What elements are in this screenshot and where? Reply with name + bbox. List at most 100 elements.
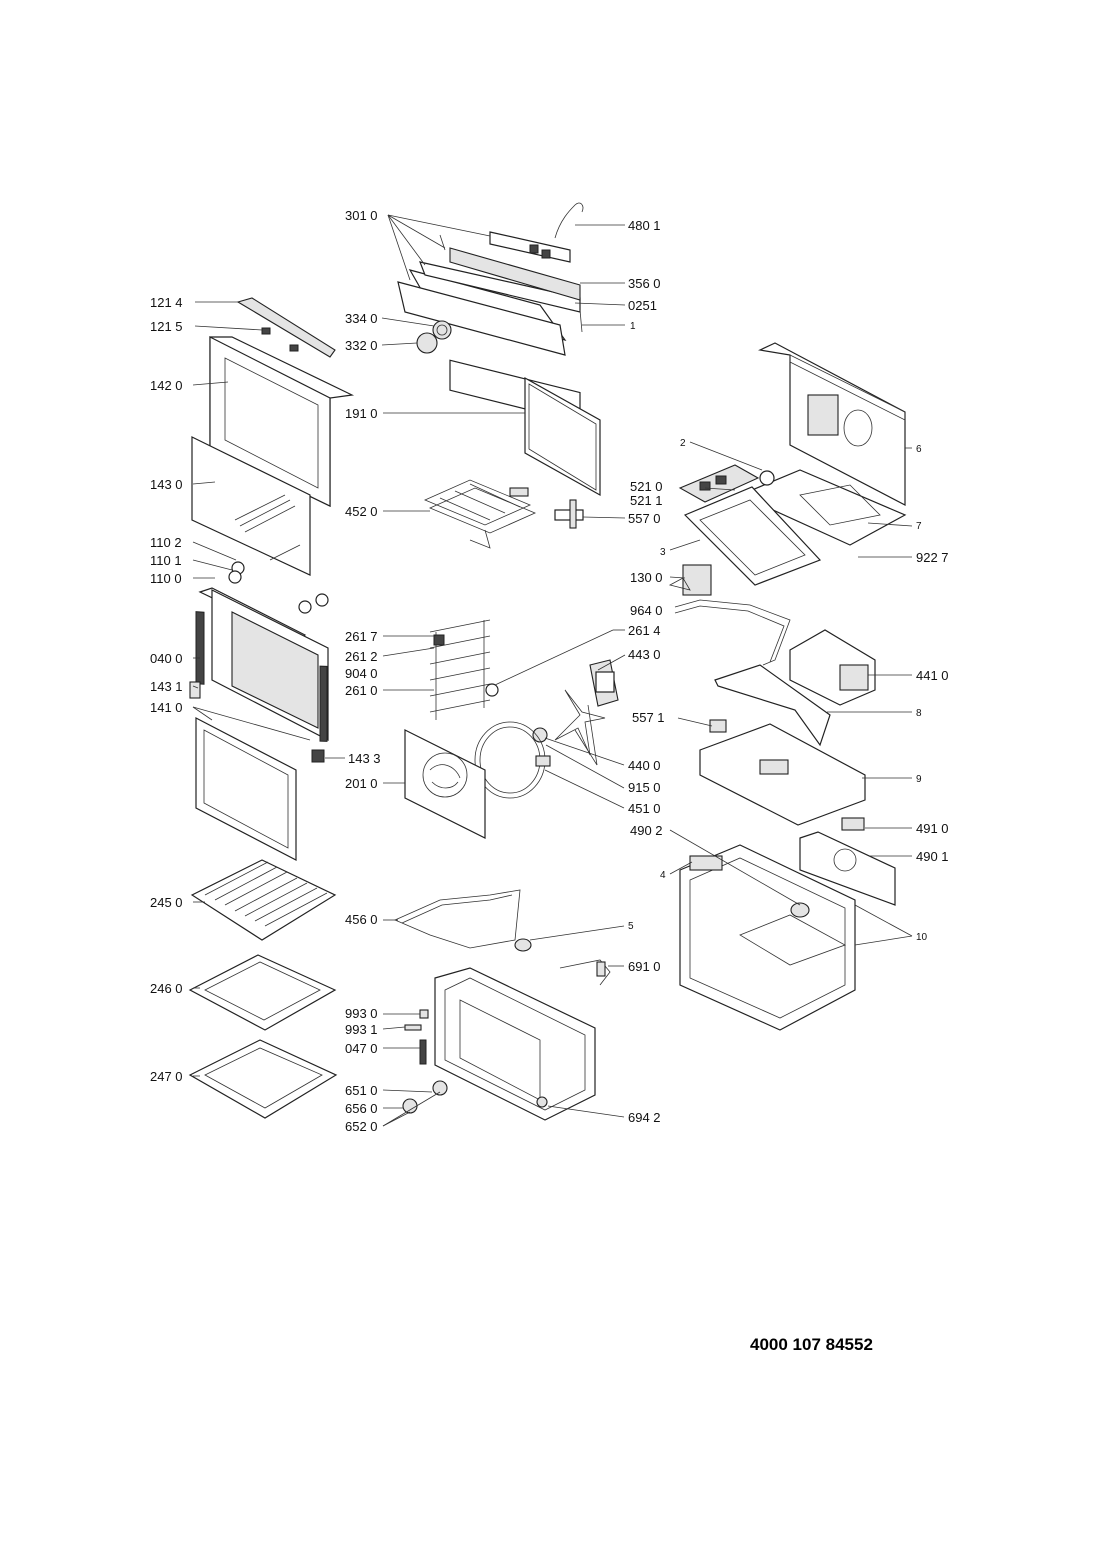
callout-456-0: 456 0 bbox=[345, 912, 378, 927]
callout-301-0: 301 0 bbox=[345, 208, 378, 223]
cooling-fan-motor bbox=[668, 564, 712, 596]
rear-top-panel bbox=[757, 342, 906, 506]
callout-452-0: 452 0 bbox=[345, 504, 378, 519]
air-deflector bbox=[714, 664, 831, 747]
callout-10: 10 bbox=[916, 932, 928, 943]
wire-shelf-rack bbox=[190, 859, 337, 941]
callout-964-0: 964 0 bbox=[630, 603, 663, 618]
callout-143-1: 143 1 bbox=[150, 679, 183, 694]
callout-915-0: 915 0 bbox=[628, 780, 661, 795]
hinge-691-0 bbox=[559, 959, 611, 986]
callout-110-1: 110 1 bbox=[150, 553, 182, 568]
callout-143-3: 143 3 bbox=[348, 751, 381, 766]
thermostat-557-1 bbox=[709, 719, 727, 733]
glass-retainer-clips bbox=[228, 561, 329, 614]
callout-521-0: 521 0 bbox=[630, 479, 663, 494]
knob-assembly bbox=[416, 320, 452, 354]
grill-heating-element bbox=[423, 479, 537, 549]
callout-201-0: 201 0 bbox=[345, 776, 378, 791]
callout-110-2: 110 2 bbox=[150, 535, 182, 550]
callout-040-0: 040 0 bbox=[150, 651, 183, 666]
terminal-block bbox=[841, 817, 865, 831]
callout-245-0: 245 0 bbox=[150, 895, 183, 910]
callout-1: 1 bbox=[630, 321, 636, 332]
callout-7: 7 bbox=[916, 521, 922, 532]
callout-451-0: 451 0 bbox=[628, 801, 661, 816]
callout-247-0: 247 0 bbox=[150, 1069, 183, 1084]
callout-443-0: 443 0 bbox=[628, 647, 661, 662]
callout-922-7: 922 7 bbox=[916, 550, 949, 565]
callout-142-0: 142 0 bbox=[150, 378, 183, 393]
callout-656-0: 656 0 bbox=[345, 1101, 378, 1116]
callout-121-5: 121 5 bbox=[150, 319, 183, 334]
rear-fan-cover bbox=[404, 729, 486, 839]
fan-motor-assembly bbox=[485, 659, 619, 756]
callout-480-1: 480 1 bbox=[628, 218, 661, 233]
callout-9: 9 bbox=[916, 774, 922, 785]
callout-261-0: 261 0 bbox=[345, 683, 378, 698]
oven-cavity bbox=[434, 967, 596, 1121]
callout-5: 5 bbox=[628, 921, 634, 932]
side-panel-490-1 bbox=[799, 831, 896, 906]
callout-4: 4 bbox=[660, 870, 666, 881]
callout-110-0: 110 0 bbox=[150, 571, 182, 586]
callout-labels: 301 0 480 1 356 0 0251 1 121 4 121 5 334… bbox=[150, 208, 949, 1134]
callout-440-0: 440 0 bbox=[628, 758, 661, 773]
callout-047-0: 047 0 bbox=[345, 1041, 378, 1056]
callout-334-0: 334 0 bbox=[345, 311, 378, 326]
callout-332-0: 332 0 bbox=[345, 338, 378, 353]
sensor-557-0 bbox=[554, 499, 584, 529]
oven-door-outer bbox=[189, 587, 329, 763]
callout-261-7: 261 7 bbox=[345, 629, 378, 644]
callout-652-0: 652 0 bbox=[345, 1119, 378, 1134]
tangential-fan bbox=[789, 629, 876, 706]
control-panel-assembly bbox=[397, 202, 584, 424]
callout-0251: 0251 bbox=[628, 298, 657, 313]
electronic-board bbox=[678, 464, 760, 503]
callout-141-0: 141 0 bbox=[150, 700, 183, 715]
top-insulation-panel bbox=[699, 723, 866, 826]
door-glass-panel bbox=[191, 436, 311, 576]
oven-door-gasket bbox=[524, 376, 601, 497]
callout-8: 8 bbox=[916, 708, 922, 719]
top-cover-plate bbox=[738, 469, 907, 546]
callout-441-0: 441 0 bbox=[916, 668, 949, 683]
callout-143-0: 143 0 bbox=[150, 477, 183, 492]
baking-tray bbox=[188, 954, 337, 1031]
cooling-duct-tube bbox=[674, 599, 791, 666]
callout-246-0: 246 0 bbox=[150, 981, 183, 996]
door-seal-frame bbox=[195, 717, 297, 861]
cavity-small-parts bbox=[402, 1009, 548, 1114]
callout-6: 6 bbox=[916, 444, 922, 455]
lower-heating-element bbox=[394, 889, 521, 949]
cooling-tray-panel bbox=[683, 486, 822, 586]
leader-lines bbox=[192, 214, 913, 1127]
callout-557-0: 557 0 bbox=[628, 511, 661, 526]
document-number: 4000 107 84552 bbox=[750, 1335, 873, 1354]
callout-694-2: 694 2 bbox=[628, 1110, 661, 1125]
callout-261-4: 261 4 bbox=[628, 623, 661, 638]
callout-121-4: 121 4 bbox=[150, 295, 183, 310]
shelf-runner-set bbox=[429, 619, 491, 720]
door-top-trim bbox=[236, 297, 336, 358]
callout-521-1: 521 1 bbox=[630, 493, 663, 508]
outer-cabinet-shell bbox=[679, 844, 856, 1031]
lamp-cover bbox=[514, 938, 532, 952]
callout-557-1: 557 1 bbox=[632, 710, 665, 725]
callout-2: 2 bbox=[680, 438, 686, 449]
callout-993-1: 993 1 bbox=[345, 1022, 378, 1037]
callout-130-0: 130 0 bbox=[630, 570, 663, 585]
callout-490-1: 490 1 bbox=[916, 849, 949, 864]
callout-191-0: 191 0 bbox=[345, 406, 378, 421]
callout-993-0: 993 0 bbox=[345, 1006, 378, 1021]
callout-356-0: 356 0 bbox=[628, 276, 661, 291]
callout-3: 3 bbox=[660, 547, 666, 558]
callout-261-2: 261 2 bbox=[345, 649, 378, 664]
callout-491-0: 491 0 bbox=[916, 821, 949, 836]
deep-roasting-tray bbox=[188, 1039, 338, 1119]
callout-490-2: 490 2 bbox=[630, 823, 663, 838]
callout-691-0: 691 0 bbox=[628, 959, 661, 974]
callout-651-0: 651 0 bbox=[345, 1083, 378, 1098]
circular-heating-element bbox=[474, 721, 551, 799]
